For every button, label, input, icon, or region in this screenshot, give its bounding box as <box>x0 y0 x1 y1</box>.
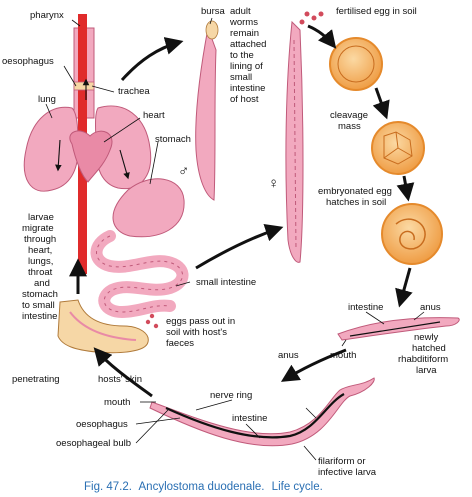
male-worm <box>195 26 217 201</box>
filariform-larva <box>149 377 375 447</box>
label-filariform: filariform or infective larva <box>318 456 377 478</box>
label-hosts-skin: hosts' skin <box>98 374 142 385</box>
host-foot <box>57 299 149 354</box>
label-rhab-anus: anus <box>420 302 441 313</box>
label-lung: lung <box>38 94 56 105</box>
adult-worms <box>195 20 304 263</box>
arrow-cleavage-to-embryo <box>396 175 415 202</box>
female-worm <box>285 20 304 263</box>
bursa-shape <box>205 20 219 40</box>
small-intestine-organ <box>90 230 189 319</box>
label-stomach: stomach <box>155 134 191 145</box>
label-small-intestine: small intestine <box>196 277 256 288</box>
label-fertilised-egg: fertilised egg in soil <box>336 6 417 17</box>
larvae <box>149 317 460 447</box>
figure-caption: Fig. 47.2. Ancylostoma duodenale. Life c… <box>84 481 323 493</box>
label-adult-worms: adult worms remain attached to the linin… <box>229 6 269 105</box>
label-penetrating: penetrating <box>12 374 60 385</box>
label-filar-anus: anus <box>278 350 299 361</box>
arrow-egg-to-soil <box>307 24 337 49</box>
arrow-intestine-to-female <box>195 224 284 270</box>
label-eggs-pass: eggs pass out in soil with host's faeces <box>166 316 238 349</box>
label-filar-mouth: mouth <box>104 397 130 408</box>
arrow-organs-to-adult <box>120 37 184 82</box>
label-cleavage-mass: cleavage mass <box>330 110 371 132</box>
diagram-labels: pharynx oesophagus trachea lung heart st… <box>2 6 451 478</box>
arrow-rhab-to-filar <box>280 348 347 382</box>
label-larvae-migrate: larvae migrate through heart, lungs, thr… <box>22 212 61 322</box>
symbol-female: ♀ <box>268 175 279 192</box>
symbol-male: ♂ <box>178 163 189 180</box>
label-filar-intestine: intestine <box>232 413 267 424</box>
arrow-egg-to-cleavage <box>372 87 390 120</box>
label-nerve-ring: nerve ring <box>210 390 252 401</box>
stomach-organ <box>112 178 185 238</box>
leader-lines <box>45 17 425 461</box>
label-embryonated: embryonated egg hatches in soil <box>318 186 395 208</box>
left-lung <box>23 106 79 192</box>
label-rhab-mouth: mouth <box>330 350 356 361</box>
label-pharynx: pharynx <box>30 10 64 21</box>
label-filar-oesophagus: oesophagus <box>76 419 128 430</box>
host-organs <box>23 14 189 319</box>
label-heart: heart <box>143 110 165 121</box>
label-newly-hatched: newly hatched rhabditiform larva <box>398 332 451 376</box>
label-bursa: bursa <box>201 6 225 17</box>
arrow-filar-to-foot <box>93 347 153 398</box>
arrow-embryo-to-rhab <box>395 267 413 308</box>
cycle-arrows <box>69 24 415 398</box>
oesophagus-band <box>73 81 95 91</box>
heart-organ <box>69 130 113 183</box>
label-rhab-intestine: intestine <box>348 302 383 313</box>
label-oesophagus-top: oesophagus <box>2 56 54 67</box>
egg-stages <box>145 11 443 329</box>
label-oesophageal-bulb: oesophageal bulb <box>56 438 131 449</box>
label-trachea: trachea <box>118 86 150 97</box>
